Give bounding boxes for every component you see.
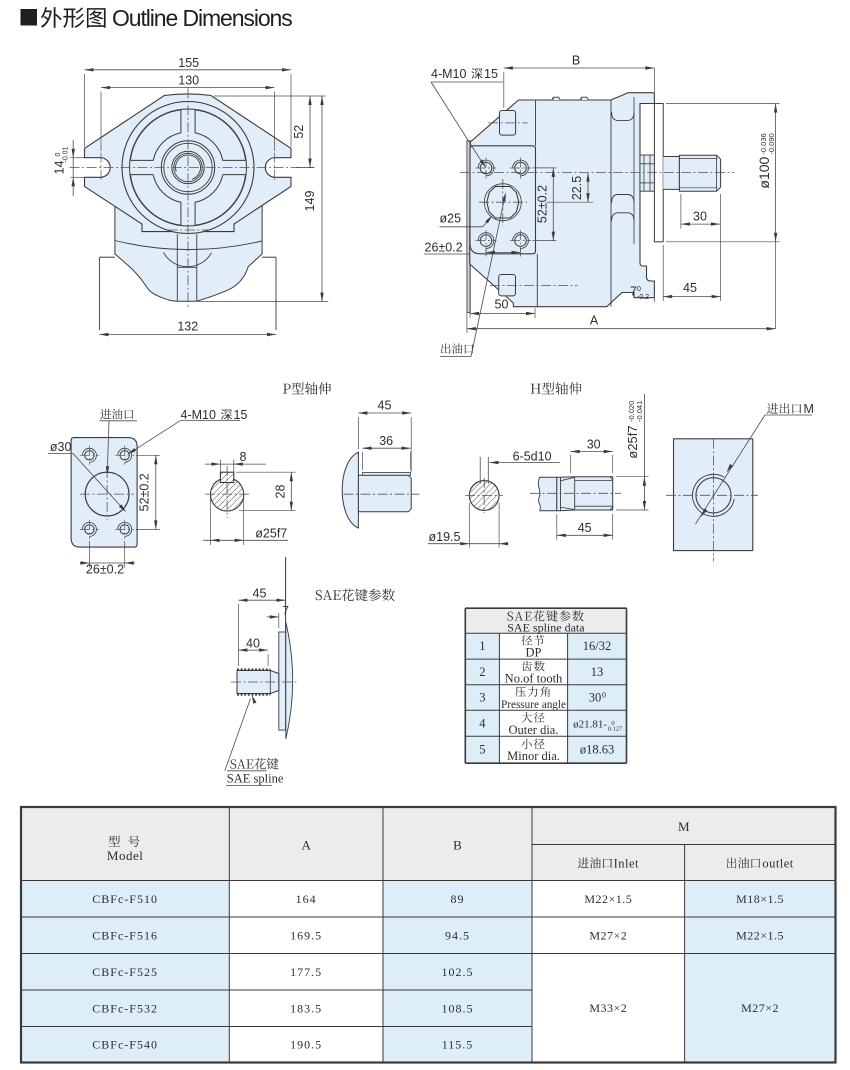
- svg-text:SAE spline data: SAE spline data: [507, 620, 585, 634]
- svg-text:0: 0: [637, 286, 641, 293]
- svg-text:40: 40: [246, 636, 260, 650]
- svg-text:177.5: 177.5: [290, 965, 322, 979]
- svg-text:ø100: ø100: [756, 156, 772, 188]
- svg-text:1: 1: [479, 639, 485, 653]
- svg-text:0.127: 0.127: [608, 725, 623, 732]
- svg-text:89: 89: [451, 892, 465, 906]
- svg-text:190.5: 190.5: [290, 1038, 322, 1052]
- svg-text:Outline Dimensions: Outline Dimensions: [112, 5, 292, 31]
- svg-text:4-M10: 4-M10: [181, 408, 216, 422]
- svg-text:4-M10: 4-M10: [431, 67, 466, 81]
- svg-text:52: 52: [292, 125, 306, 139]
- svg-text:155: 155: [178, 56, 199, 70]
- svg-text:CBFc-F510: CBFc-F510: [92, 892, 158, 906]
- svg-text:ø19.5: ø19.5: [429, 530, 461, 544]
- svg-text:Outer dia.: Outer dia.: [509, 723, 559, 737]
- svg-text:0: 0: [55, 152, 62, 156]
- svg-text:8: 8: [240, 450, 247, 464]
- svg-text:16/32: 16/32: [583, 639, 611, 653]
- svg-text:30: 30: [693, 209, 707, 223]
- svg-text:M18×1.5: M18×1.5: [736, 892, 784, 906]
- svg-text:102.5: 102.5: [442, 965, 474, 979]
- svg-text:A: A: [301, 838, 311, 853]
- svg-text:164: 164: [296, 892, 317, 906]
- svg-text:13: 13: [591, 665, 604, 679]
- svg-text:2: 2: [479, 665, 485, 679]
- svg-text:-0.090: -0.090: [767, 133, 776, 154]
- svg-text:30: 30: [589, 691, 602, 705]
- svg-text:26±0.2: 26±0.2: [86, 563, 124, 577]
- svg-text:5: 5: [479, 743, 485, 757]
- svg-text:B: B: [453, 838, 462, 853]
- svg-text:22.5: 22.5: [570, 176, 584, 200]
- svg-text:30: 30: [587, 437, 601, 451]
- svg-text:-0.036: -0.036: [759, 133, 768, 154]
- svg-text:ø18.63: ø18.63: [580, 743, 614, 757]
- svg-text:7: 7: [283, 606, 289, 618]
- svg-text:SAE spline: SAE spline: [227, 772, 284, 786]
- svg-text:28: 28: [273, 485, 287, 499]
- svg-text:ø25f7: ø25f7: [255, 526, 287, 540]
- svg-text:CBFc-F532: CBFc-F532: [92, 1001, 158, 1015]
- svg-text:CBFc-F516: CBFc-F516: [92, 928, 158, 942]
- svg-text:45: 45: [378, 399, 392, 413]
- svg-text:94.5: 94.5: [445, 928, 470, 942]
- svg-text:36: 36: [379, 434, 393, 448]
- svg-text:DP: DP: [526, 646, 542, 660]
- svg-text:14: 14: [53, 161, 67, 175]
- svg-text:52±0.2: 52±0.2: [536, 185, 550, 223]
- svg-text:-0.01: -0.01: [63, 146, 70, 162]
- svg-text:6-5d10: 6-5d10: [513, 450, 552, 464]
- svg-text:Pressure angle: Pressure angle: [501, 699, 566, 711]
- svg-text:M22×1.5: M22×1.5: [584, 892, 632, 906]
- svg-text:B: B: [572, 54, 580, 68]
- svg-text:ø30: ø30: [50, 440, 72, 454]
- svg-text:M33×2: M33×2: [589, 1001, 627, 1015]
- svg-text:149: 149: [303, 191, 317, 212]
- svg-text:115.5: 115.5: [442, 1038, 474, 1052]
- svg-text:CBFc-F540: CBFc-F540: [92, 1038, 158, 1052]
- svg-text:45: 45: [683, 281, 697, 295]
- svg-text:outlet: outlet: [762, 857, 793, 871]
- svg-text:Model: Model: [107, 848, 143, 863]
- svg-text:4: 4: [479, 716, 486, 730]
- svg-text:0: 0: [611, 720, 614, 727]
- svg-text:7: 7: [630, 285, 637, 299]
- svg-text:50: 50: [495, 298, 509, 312]
- svg-text:169.5: 169.5: [290, 928, 322, 942]
- svg-text:108.5: 108.5: [442, 1001, 474, 1015]
- svg-text:15: 15: [234, 408, 248, 422]
- svg-text:No.of tooth: No.of tooth: [505, 671, 563, 685]
- svg-text:15: 15: [484, 67, 498, 81]
- svg-text:M22×1.5: M22×1.5: [736, 928, 784, 942]
- svg-text:3: 3: [479, 691, 485, 705]
- svg-text:Inlet: Inlet: [614, 857, 639, 871]
- svg-text:M27×2: M27×2: [741, 1001, 779, 1015]
- svg-text:A: A: [590, 314, 599, 328]
- svg-text:0: 0: [602, 691, 606, 700]
- svg-text:ø25: ø25: [440, 211, 462, 225]
- svg-text:45: 45: [253, 586, 267, 600]
- svg-text:Minor dia.: Minor dia.: [507, 749, 560, 763]
- svg-text:ø21.81-: ø21.81-: [573, 718, 607, 730]
- svg-text:183.5: 183.5: [290, 1001, 322, 1015]
- svg-text:M: M: [678, 819, 690, 834]
- svg-text:130: 130: [178, 74, 199, 88]
- svg-text:-0.041: -0.041: [635, 401, 644, 422]
- svg-text:-0.2: -0.2: [637, 294, 649, 301]
- svg-text:45: 45: [578, 521, 592, 535]
- svg-text:132: 132: [177, 319, 198, 333]
- svg-text:CBFc-F525: CBFc-F525: [92, 965, 158, 979]
- svg-text:-0.020: -0.020: [627, 401, 636, 422]
- svg-text:26±0.2: 26±0.2: [425, 241, 463, 255]
- svg-text:M: M: [804, 402, 814, 416]
- svg-text:M27×2: M27×2: [589, 928, 627, 942]
- svg-text:52±0.2: 52±0.2: [137, 473, 151, 511]
- svg-text:ø25f7: ø25f7: [625, 425, 640, 458]
